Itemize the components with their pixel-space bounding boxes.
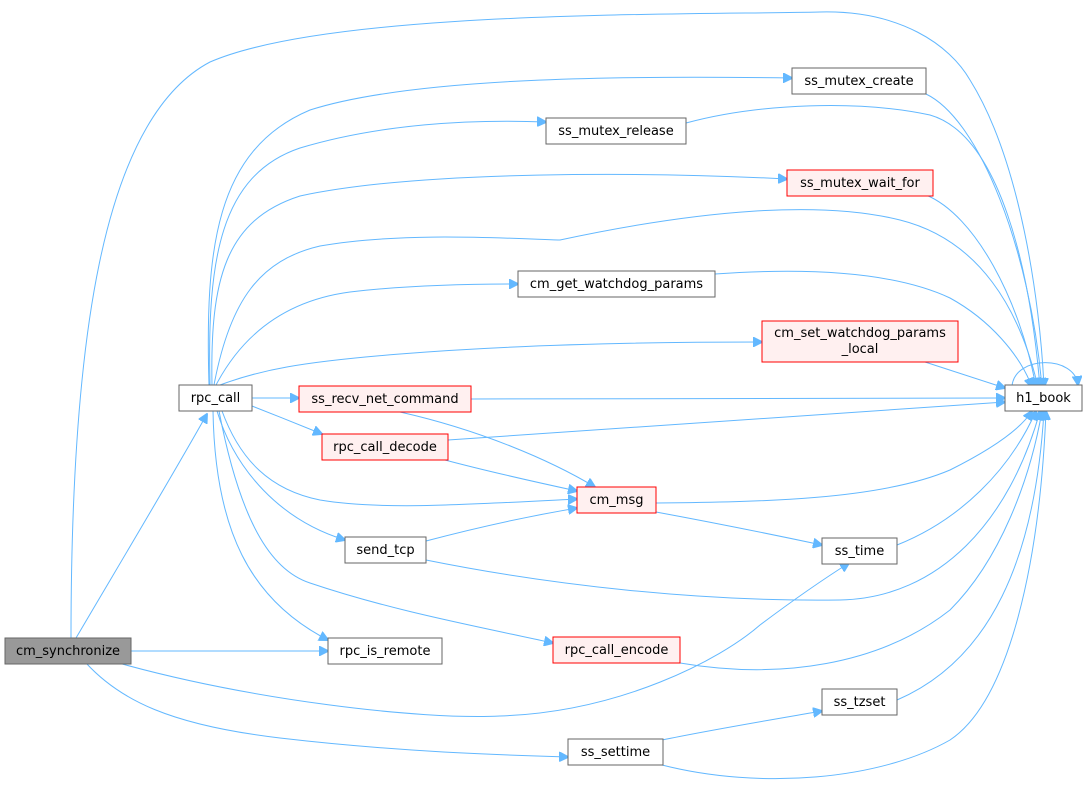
edge-rpc-call-to-send-tcp (216, 410, 345, 540)
node-ss-mutex-release[interactable]: ss_mutex_release (545, 117, 687, 145)
node-label: rpc_is_remote (340, 644, 431, 659)
node-label: ss_tzset (834, 695, 886, 710)
edge-h1-book-self-loop (1011, 362, 1078, 386)
node-ss-mutex-wait-for[interactable]: ss_mutex_wait_for (786, 169, 934, 197)
node-label: ss_mutex_release (558, 124, 673, 139)
edge-rpc-call-to-rpc-is-remote (212, 410, 328, 640)
edge-rpc-call-to-ss-mutex-create (207, 77, 792, 386)
edge-send-tcp-to-h1-book (425, 411, 1040, 601)
edge-rpc-call-to-rpc-call-decode (251, 405, 322, 434)
edge-ss-tzset-to-h1-book (896, 411, 1044, 701)
edge-cm-get-watchdog-params-to-h1-book (714, 270, 1032, 387)
edge-rpc-call-to-ss-mutex-release (209, 121, 546, 386)
edge-ss-recv-net-command-to-h1-book (470, 398, 1005, 399)
edge-rpc-call-decode-to-cm-msg (444, 459, 577, 491)
node-cm-get-watchdog-params[interactable]: cm_get_watchdog_params (517, 270, 716, 298)
node-label-line2: _local (841, 342, 879, 357)
edge-ss-settime-to-h1-book (661, 411, 1046, 780)
node-label: cm_msg (590, 493, 644, 508)
edge-ss-settime-to-ss-tzset (661, 711, 822, 741)
node-label: rpc_call_encode (565, 643, 669, 658)
edge-cm-synchronize-to-ss-time (114, 563, 849, 717)
edge-ss-time-to-h1-book (896, 411, 1036, 546)
node-label: cm_get_watchdog_params (530, 277, 703, 292)
node-cm-msg[interactable]: cm_msg (576, 486, 657, 514)
node-cm-set-watchdog-params-local[interactable]: cm_set_watchdog_params _local (761, 320, 959, 363)
node-ss-time[interactable]: ss_time (821, 537, 898, 565)
node-label: h1_book (1016, 391, 1071, 406)
edge-rpc-call-encode-to-h1-book (679, 411, 1042, 671)
node-label: send_tcp (356, 543, 414, 558)
edge-rpc-call-to-h1-book (213, 209, 1038, 387)
node-label: ss_settime (581, 745, 650, 760)
nodes: cm_synchronize rpc_call rpc_is_remote ss… (4, 67, 1083, 766)
node-cm-synchronize[interactable]: cm_synchronize (4, 637, 132, 665)
node-ss-settime[interactable]: ss_settime (567, 738, 664, 766)
node-rpc-call-decode[interactable]: rpc_call_decode (321, 433, 449, 461)
edge-ss-mutex-wait-for-to-h1-book (925, 194, 1036, 387)
edge-cm-synchronize-to-rpc-call (75, 414, 207, 639)
node-rpc-call[interactable]: rpc_call (178, 384, 253, 412)
edge-rpc-call-to-rpc-call-encode (218, 410, 553, 643)
node-label: rpc_call (191, 391, 241, 406)
edge-rpc-call-to-cm-set-watchdog-params-local (219, 342, 762, 386)
node-send-tcp[interactable]: send_tcp (344, 536, 427, 564)
edge-ss-recv-net-command-to-cm-msg (399, 411, 595, 487)
edge-send-tcp-to-cm-msg (425, 508, 577, 542)
node-label: rpc_call_decode (333, 440, 437, 455)
edge-cm-msg-to-h1-book (655, 411, 1032, 504)
edge-rpc-call-to-cm-msg (221, 410, 577, 507)
node-rpc-is-remote[interactable]: rpc_is_remote (327, 637, 443, 665)
node-label: cm_synchronize (16, 644, 120, 659)
edge-ss-mutex-release-to-h1-book (685, 105, 1040, 387)
edge-rpc-call-to-ss-mutex-wait-for (211, 174, 787, 386)
edge-rpc-call-decode-to-h1-book (447, 402, 1005, 441)
node-label: ss_time (835, 544, 884, 559)
edge-cm-msg-to-ss-time (655, 511, 822, 545)
edge-ss-mutex-create-to-h1-book (925, 93, 1042, 387)
edge-cm-synchronize-to-ss-settime (85, 662, 568, 757)
node-ss-tzset[interactable]: ss_tzset (821, 688, 898, 716)
edge-cm-synchronize-to-h1-book (70, 11, 1044, 639)
node-ss-recv-net-command[interactable]: ss_recv_net_command (298, 385, 472, 413)
node-h1-book[interactable]: h1_book (1004, 384, 1083, 412)
node-label: ss_recv_net_command (311, 392, 458, 407)
node-ss-mutex-create[interactable]: ss_mutex_create (791, 67, 927, 95)
edge-rpc-call-to-cm-get-watchdog-params (215, 284, 518, 386)
node-rpc-call-encode[interactable]: rpc_call_encode (552, 636, 681, 664)
node-label: ss_mutex_wait_for (800, 176, 920, 191)
edge-cm-set-watchdog-params-local-to-h1-book (924, 361, 1005, 388)
node-label-line1: cm_set_watchdog_params (774, 326, 946, 341)
node-label: ss_mutex_create (804, 74, 913, 89)
